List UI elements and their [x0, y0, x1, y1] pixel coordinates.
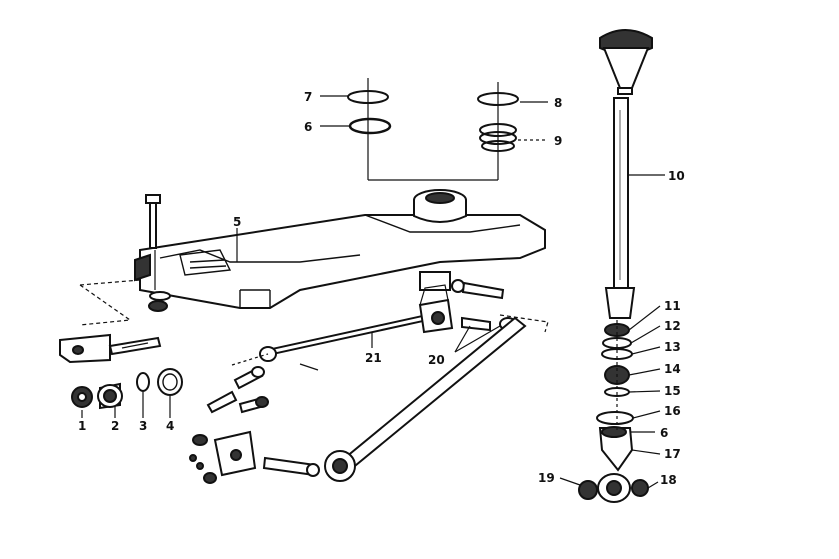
- callout-3: 3: [139, 419, 147, 433]
- gear-lever: [599, 29, 653, 319]
- callout-9: 9: [554, 134, 562, 148]
- callout-13: 13: [664, 340, 681, 354]
- callout-15: 15: [664, 384, 681, 398]
- lever-stack: [578, 320, 649, 503]
- callout-16: 16: [664, 404, 681, 418]
- callout-10: 10: [668, 169, 685, 183]
- callout-14: 14: [664, 362, 681, 376]
- callout-17: 17: [664, 447, 681, 461]
- leader-lines: [81, 95, 665, 489]
- callout-20: 20: [428, 353, 445, 367]
- bushing-set: [71, 368, 183, 410]
- callout-12: 12: [664, 319, 681, 333]
- callout-8: 8: [554, 96, 562, 110]
- callout-4: 4: [166, 419, 174, 433]
- selector-rod: [231, 284, 454, 366]
- bracket-washer-nut: [148, 250, 171, 312]
- support-bracket: [134, 189, 546, 309]
- callout-labels: 1 2 3 4 5 6 6 7 8 9 10 11 12 13 14 15 16…: [78, 90, 685, 487]
- small-connectors: [206, 363, 319, 414]
- callout-11: 11: [664, 299, 681, 313]
- callout-18: 18: [660, 473, 677, 487]
- side-mount: [59, 279, 162, 364]
- callout-7: 7: [304, 90, 312, 104]
- pivot-bolt: [451, 279, 505, 300]
- lower-bracket: [189, 430, 320, 484]
- callout-1: 1: [78, 419, 86, 433]
- spring-rings: [347, 78, 519, 181]
- callout-21: 21: [365, 351, 382, 365]
- callout-6b: 6: [660, 426, 668, 440]
- callout-6a: 6: [304, 120, 312, 134]
- bracket-bolt: [145, 194, 161, 249]
- linkage-rod: [324, 314, 549, 482]
- callout-5: 5: [233, 215, 241, 229]
- callout-2: 2: [111, 419, 119, 433]
- callout-19: 19: [538, 471, 555, 485]
